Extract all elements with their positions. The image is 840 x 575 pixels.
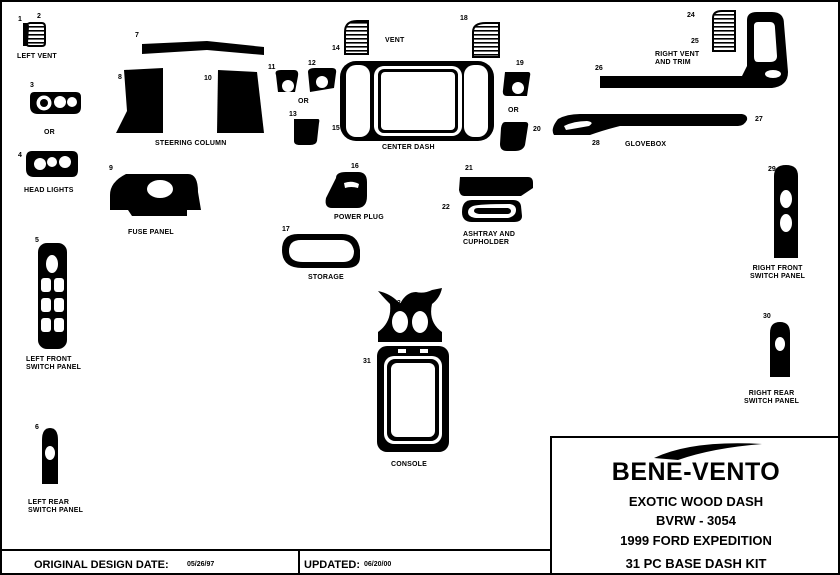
part-number: 30 (763, 313, 771, 320)
cupholder-shape (462, 200, 522, 222)
part-number: 4 (18, 152, 22, 159)
updated-label: UPDATED: (304, 559, 361, 571)
updated-date-value: 06/20/00 (364, 561, 392, 568)
right-front-switch-shape (774, 165, 798, 258)
label-left-front-switch: LEFT FRONT SWITCH PANEL (26, 356, 82, 371)
label-power-plug: POWER PLUG (334, 214, 384, 221)
headlight-switch-3-shape (30, 92, 81, 114)
brand-swoosh-logo (654, 443, 762, 460)
left-front-switch-shape (38, 243, 67, 349)
part-number: 12 (308, 60, 316, 67)
part-number: 19 (516, 60, 524, 67)
fuse-panel-shape (110, 174, 201, 216)
part-number: 7 (135, 32, 139, 39)
brand-name: BENE-VENTO (611, 458, 781, 486)
kit-description: 31 PC BASE DASH KIT (625, 556, 767, 571)
part-number: 15 (332, 125, 340, 132)
steering-right-shape (217, 70, 264, 133)
label-right-vent-trim: RIGHT VENT AND TRIM (655, 51, 700, 66)
steering-strip-shape (142, 41, 264, 55)
gauge-pod-12-shape (308, 68, 337, 92)
part-number: 13 (289, 111, 297, 118)
footer-bar: ORIGINAL DESIGN DATE: 05/26/97 UPDATED: … (2, 549, 550, 573)
console-shape (377, 346, 449, 452)
center-dash-shape (340, 61, 494, 141)
vehicle-model: 1999 FORD EXPEDITION (620, 533, 772, 548)
part-code: BVRW - 3054 (656, 513, 736, 528)
part-number: 31 (363, 358, 371, 365)
original-date-label: ORIGINAL DESIGN DATE: (34, 559, 169, 571)
right-trim-shape (600, 12, 788, 88)
label-vent: VENT (385, 37, 405, 44)
label-storage: STORAGE (308, 274, 344, 281)
part-number: 20 (533, 126, 541, 133)
right-rear-switch-shape (770, 322, 790, 377)
steering-left-shape (116, 68, 163, 133)
part-number: 17 (282, 226, 290, 233)
product-line: EXOTIC WOOD DASH (628, 494, 764, 509)
label-or: OR (508, 107, 519, 114)
vent-18-shape (472, 22, 500, 58)
glovebox-shape (552, 114, 748, 135)
part-number: 2 (37, 13, 41, 20)
part-number: 9 (109, 165, 113, 172)
footer-divider (298, 551, 300, 573)
part-number: 1 (18, 16, 22, 23)
part-number: 3 (30, 82, 34, 89)
label-fuse-panel: FUSE PANEL (128, 229, 174, 236)
part-number: 23 (393, 300, 401, 307)
part-number: 16 (351, 163, 359, 170)
part-number: 8 (118, 74, 122, 81)
lower-pod-20-shape (500, 122, 529, 151)
part-number: 29 (768, 166, 776, 173)
ashtray-shape (459, 177, 533, 196)
title-block: BENE-VENTO EXOTIC WOOD DASH BVRW - 3054 … (550, 436, 838, 573)
storage-shape (282, 234, 360, 268)
part-number: 26 (595, 65, 603, 72)
right-vent-shape (712, 10, 736, 52)
label-steering-column: STEERING COLUMN (155, 140, 227, 147)
left-vent-shape (23, 22, 46, 47)
label-head-lights: HEAD LIGHTS (24, 187, 74, 194)
label-right-rear-switch: RIGHT REAR SWITCH PANEL (744, 390, 800, 405)
original-date-value: 05/26/97 (187, 561, 215, 568)
label-left-rear-switch: LEFT REAR SWITCH PANEL (28, 499, 84, 514)
label-or: OR (298, 98, 309, 105)
part-number: 27 (755, 116, 763, 123)
label-left-vent: LEFT VENT (17, 53, 57, 60)
part-number: 28 (592, 140, 600, 147)
label-ashtray-cupholder: ASHTRAY AND CUPHOLDER (463, 231, 516, 246)
label-center-dash: CENTER DASH (382, 144, 435, 151)
part-number: 24 (687, 12, 695, 19)
part-number: 25 (691, 38, 699, 45)
center-vent-shape (344, 20, 369, 55)
part-number: 6 (35, 424, 39, 431)
gauge-pod-11-shape (275, 70, 299, 92)
part-number: 11 (268, 64, 276, 71)
part-number: 18 (460, 15, 468, 22)
label-right-front-switch: RIGHT FRONT SWITCH PANEL (750, 265, 806, 280)
part-number: 22 (442, 204, 450, 211)
left-rear-switch-shape (42, 428, 58, 484)
console-top-shape (378, 288, 442, 342)
gauge-pod-19-shape (502, 72, 531, 96)
power-plug-shape (325, 172, 367, 208)
part-number: 21 (465, 165, 473, 172)
label-console: CONSOLE (391, 461, 428, 468)
part-number: 10 (204, 75, 212, 82)
headlight-switch-4-shape (26, 151, 78, 177)
label-or: OR (44, 129, 55, 136)
part-number: 5 (35, 237, 39, 244)
part-number: 14 (332, 45, 340, 52)
lower-pod-13-shape (294, 119, 320, 145)
label-glovebox: GLOVEBOX (625, 141, 667, 148)
